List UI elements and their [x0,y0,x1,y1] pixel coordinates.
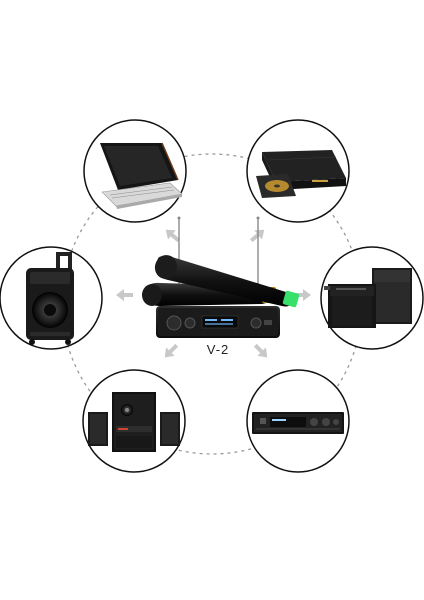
device-amplifier [246,369,350,473]
arrow-icon [253,343,268,358]
microphone-1 [154,255,300,308]
device-dvd-player [246,119,350,223]
device-laptop [83,119,187,223]
volume-knob-left [166,315,182,331]
receiver-display [201,315,239,329]
device-stage-speakers [320,246,424,350]
stage-speakers-icon [324,268,412,328]
dvd-player-icon [256,150,346,198]
portable-speaker-icon [26,252,74,345]
device-home-theater-speakers [82,369,186,473]
receiver [156,306,280,338]
wireless-mic-system: V-2 [142,216,300,357]
arrow-icon [164,343,179,358]
device-portable-speaker [0,246,103,350]
home-theater-icon [88,392,180,452]
arrow-icon [165,229,181,243]
arrows [116,229,311,358]
volume-knob-right [250,317,262,329]
amplifier-icon [252,412,344,434]
arrow-icon [116,289,133,301]
laptop-icon [100,142,183,209]
model-label: V-2 [207,342,230,357]
